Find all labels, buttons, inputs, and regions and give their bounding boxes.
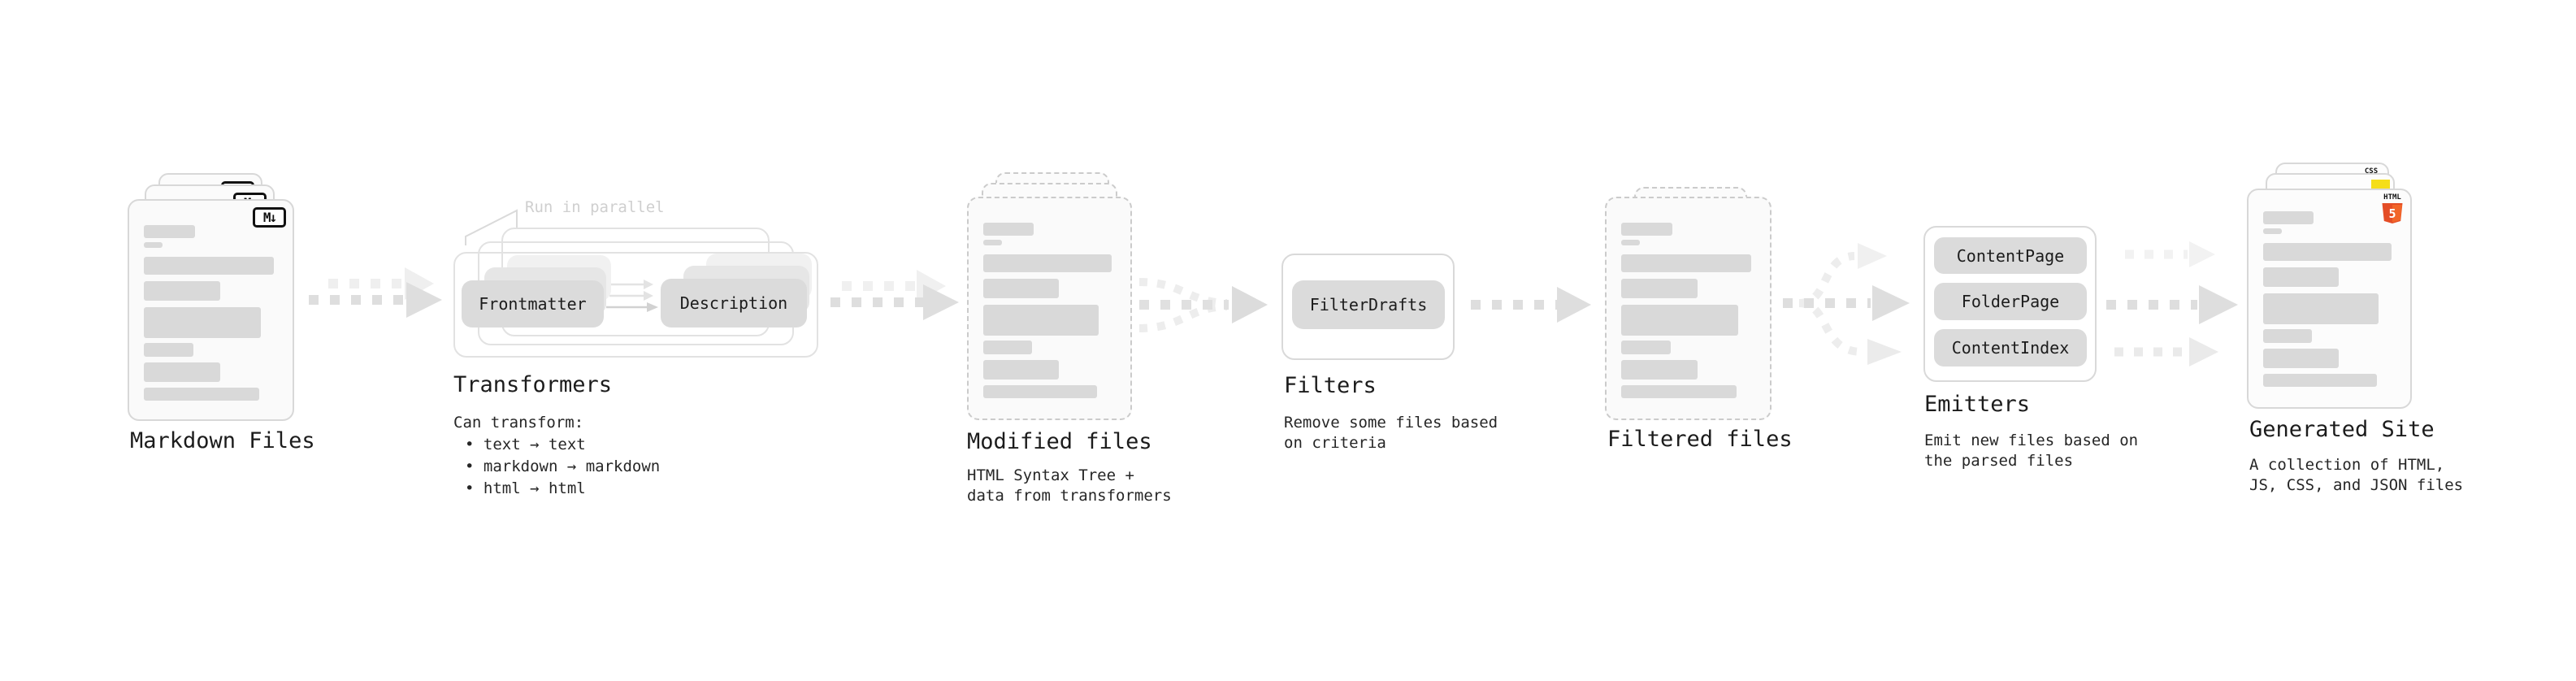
- skeleton-line: [2263, 211, 2314, 224]
- transformers-bullet: • markdown → markdown: [465, 458, 661, 475]
- stage-label-transformers: Transformers: [453, 372, 613, 397]
- filters-desc-line2: on criteria: [1284, 434, 1386, 452]
- modified-desc-line1: HTML Syntax Tree +: [967, 466, 1134, 484]
- modified-desc-line2: data from transformers: [967, 487, 1172, 505]
- stage-label-emitters: Emitters: [1924, 392, 2031, 417]
- skeleton-line: [144, 281, 221, 301]
- generated-desc-line1: A collection of HTML,: [2249, 456, 2445, 474]
- arrow-modified-to-filters: [1138, 278, 1268, 332]
- skeleton-line: [144, 257, 275, 275]
- skeleton-line: [1621, 385, 1737, 398]
- markdown-file-card: M↓: [128, 199, 294, 421]
- transformers-bullet: • html → html: [465, 479, 586, 497]
- filters-desc-line1: Remove some files based: [1284, 414, 1498, 432]
- folderpage-pill: FolderPage: [1934, 283, 2087, 320]
- html5-icon: HTML 5: [2380, 193, 2405, 225]
- skeleton-line: [144, 242, 163, 248]
- emitters-desc-line1: Emit new files based on: [1924, 432, 2139, 449]
- skeleton-line: [2263, 349, 2339, 368]
- arrow-transformers-to-modified: [830, 270, 959, 320]
- emitters-desc-line2: the parsed files: [1924, 452, 2074, 470]
- contentindex-pill: ContentIndex: [1934, 329, 2087, 367]
- html5-shield: 5: [2382, 203, 2403, 223]
- skeleton-line: [144, 307, 261, 338]
- skeleton-line: [2263, 228, 2282, 234]
- document-skeleton: [144, 225, 278, 401]
- skeleton-line: [2263, 374, 2378, 387]
- document-skeleton: [2263, 211, 2396, 387]
- skeleton-line: [144, 362, 221, 382]
- skeleton-line: [144, 225, 195, 238]
- skeleton-line: [144, 343, 194, 357]
- stage-label-generated-site: Generated Site: [2249, 417, 2435, 442]
- document-skeleton: [983, 223, 1116, 398]
- markdown-icon: M↓: [253, 207, 286, 228]
- skeleton-line: [983, 305, 1099, 336]
- skeleton-line: [1621, 305, 1738, 336]
- arrow-emitters-to-generated: [2106, 241, 2238, 367]
- run-in-parallel-note: Run in parallel: [525, 198, 665, 216]
- contentpage-pill: ContentPage: [1934, 237, 2087, 274]
- html5-icon-text: HTML: [2383, 193, 2401, 202]
- transformers-bullet: • text → text: [465, 436, 586, 453]
- skeleton-line: [983, 254, 1112, 272]
- skeleton-line: [1621, 340, 1672, 354]
- skeleton-line: [1621, 240, 1641, 245]
- filterdrafts-pill: FilterDrafts: [1292, 280, 1445, 329]
- skeleton-line: [2263, 293, 2379, 324]
- document-skeleton: [1621, 223, 1755, 398]
- skeleton-line: [983, 279, 1059, 298]
- arrow-markdown-to-transformers: [309, 267, 442, 318]
- skeleton-line: [2263, 243, 2392, 261]
- skeleton-line: [1621, 223, 1672, 236]
- skeleton-line: [1621, 254, 1752, 272]
- html5-number: 5: [2388, 206, 2396, 221]
- skeleton-line: [144, 388, 259, 401]
- modified-file-card: [967, 197, 1132, 420]
- stage-label-filtered-files: Filtered files: [1607, 427, 1793, 452]
- generated-card-html: HTML 5: [2247, 189, 2412, 409]
- js-icon: [2371, 180, 2390, 191]
- skeleton-line: [983, 240, 1002, 245]
- skeleton-line: [983, 340, 1033, 354]
- skeleton-line: [983, 223, 1034, 236]
- description-pill: Description: [661, 279, 807, 327]
- frontmatter-pill: Frontmatter: [462, 280, 604, 327]
- stage-label-modified-files: Modified files: [967, 429, 1152, 454]
- arrow-filters-to-filtered: [1471, 287, 1591, 323]
- arrow-filtered-to-emitters: [1783, 243, 1910, 365]
- run-in-parallel-leader-line: [465, 209, 518, 245]
- transformer-frame-front: [453, 252, 818, 358]
- stage-label-filters: Filters: [1284, 373, 1377, 398]
- skeleton-line: [2263, 267, 2339, 287]
- skeleton-line: [1621, 279, 1698, 298]
- skeleton-line: [983, 360, 1059, 380]
- filtered-file-card: [1605, 197, 1772, 420]
- skeleton-line: [2263, 329, 2313, 343]
- css-icon-text: CSS: [2364, 167, 2379, 176]
- generated-desc-line2: JS, CSS, and JSON files: [2249, 476, 2464, 494]
- skeleton-line: [983, 385, 1098, 398]
- transformer-internal-arrows: [606, 280, 658, 312]
- stage-label-markdown-files: Markdown Files: [130, 428, 315, 453]
- transformers-desc-title: Can transform:: [453, 414, 584, 432]
- skeleton-line: [1621, 360, 1698, 380]
